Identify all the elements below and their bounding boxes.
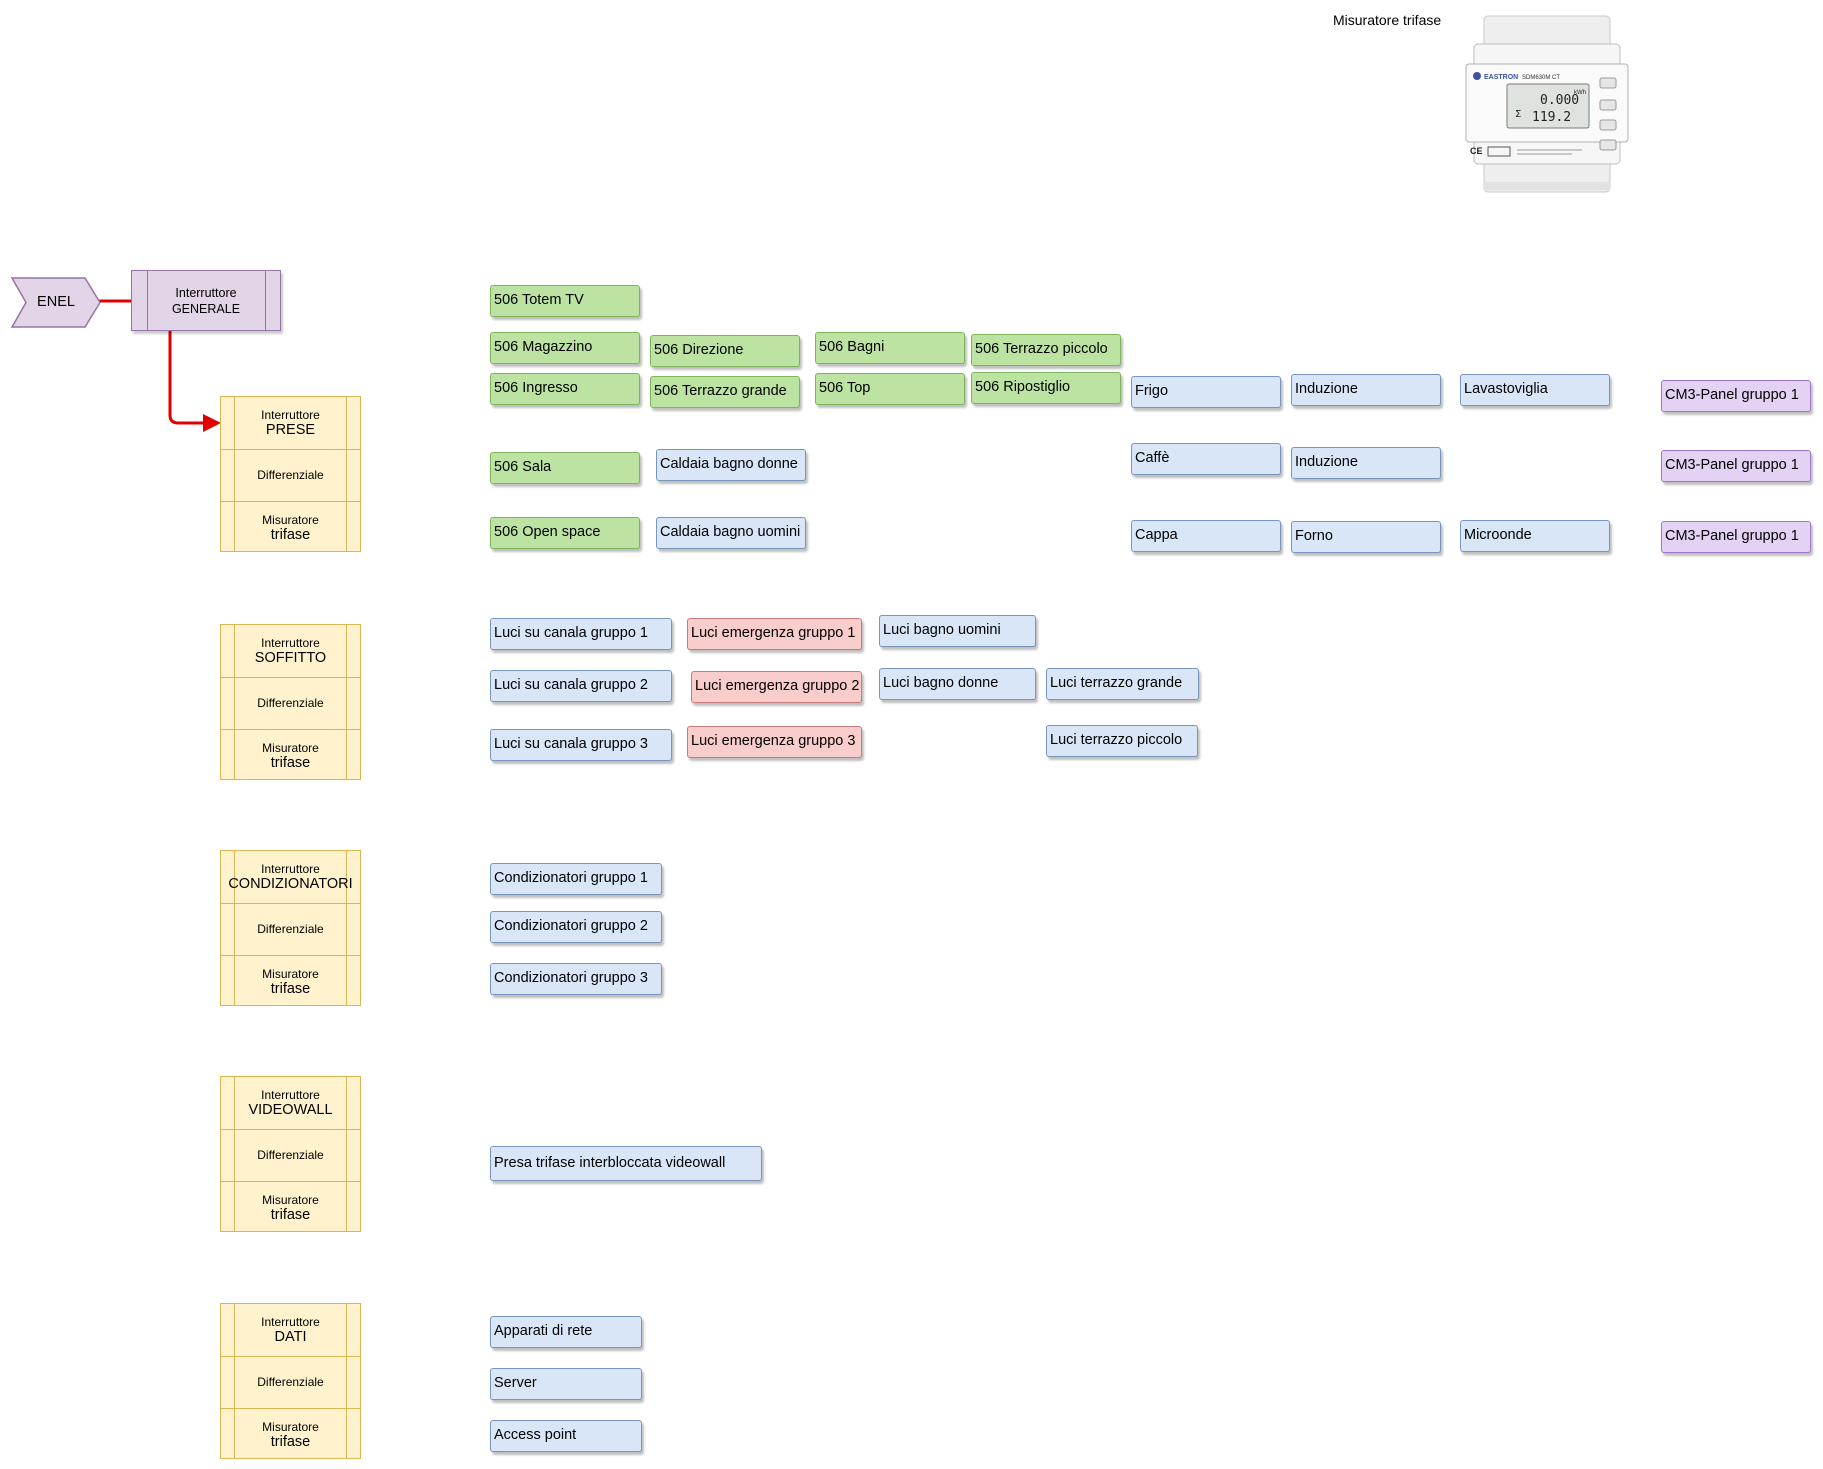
circuit-caffe[interactable]: Caffè	[1131, 443, 1281, 475]
circuit-presa-videowall[interactable]: Presa trifase interbloccata videowall	[490, 1146, 762, 1181]
meter-display-top: 0.000	[1540, 93, 1579, 108]
panel-switch-label: Interruttore	[261, 1088, 320, 1102]
circuit-luci-emergenza-3[interactable]: Luci emergenza gruppo 3	[687, 726, 862, 758]
circuit-access-point[interactable]: Access point	[490, 1420, 642, 1452]
circuit-caldaia-bagno-uomini[interactable]: Caldaia bagno uomini	[656, 517, 806, 549]
panel-differential-label: Differenziale	[257, 922, 324, 936]
panel-name: CONDIZIONATORI	[228, 876, 353, 892]
meter-ce-mark: CE	[1470, 146, 1483, 156]
circuit-cappa[interactable]: Cappa	[1131, 520, 1281, 552]
circuit-terrazzo-grande[interactable]: 506 Terrazzo grande	[650, 376, 800, 408]
arrowhead-icon	[203, 414, 221, 432]
panel-differential-label: Differenziale	[257, 1375, 324, 1389]
circuit-ingresso[interactable]: 506 Ingresso	[490, 373, 640, 405]
panel-switch-label: Interruttore	[261, 636, 320, 650]
panel-name: PRESE	[265, 422, 316, 438]
main-switch-line2: GENERALE	[171, 302, 241, 316]
panel-differential-label: Differenziale	[257, 468, 324, 482]
circuit-luci-emergenza-2[interactable]: Luci emergenza gruppo 2	[691, 671, 862, 703]
pentagon-shape	[10, 277, 101, 328]
circuit-microonde[interactable]: Microonde	[1460, 520, 1610, 552]
switch-to-prese-connector	[168, 331, 205, 425]
circuit-cm3-panel-1[interactable]: CM3-Panel gruppo 1	[1661, 380, 1811, 412]
panel-name: VIDEOWALL	[248, 1102, 333, 1118]
circuit-caldaia-bagno-donne[interactable]: Caldaia bagno donne	[656, 449, 806, 481]
circuit-bagni[interactable]: 506 Bagni	[815, 332, 965, 364]
meter-display-bottom: 119.2	[1532, 110, 1571, 125]
main-switch-line1: Interruttore	[175, 286, 237, 300]
circuit-cm3-panel-2[interactable]: CM3-Panel gruppo 1	[1661, 450, 1811, 482]
circuit-luci-bagno-donne[interactable]: Luci bagno donne	[879, 668, 1036, 700]
panel-meter-label-2: trifase	[270, 981, 311, 997]
circuit-induzione-1[interactable]: Induzione	[1291, 374, 1441, 406]
panel-name: SOFFITTO	[254, 650, 327, 666]
panel-meter-label: Misuratore	[262, 741, 319, 755]
circuit-totem-tv[interactable]: 506 Totem TV	[490, 285, 640, 317]
enel-label: ENEL	[37, 294, 75, 310]
circuit-magazzino[interactable]: 506 Magazzino	[490, 332, 640, 364]
panel-differential-label: Differenziale	[257, 1148, 324, 1162]
circuit-apparati-di-rete[interactable]: Apparati di rete	[490, 1316, 642, 1348]
circuit-luci-emergenza-1[interactable]: Luci emergenza gruppo 1	[687, 618, 862, 650]
circuit-cm3-panel-3[interactable]: CM3-Panel gruppo 1	[1661, 521, 1811, 553]
meter-brand: EASTRON	[1484, 74, 1518, 81]
panel-switch-label: Interruttore	[261, 862, 320, 876]
circuit-induzione-2[interactable]: Induzione	[1291, 447, 1441, 479]
enel-node[interactable]: ENEL	[10, 276, 102, 329]
circuit-ripostiglio[interactable]: 506 Ripostiglio	[971, 372, 1121, 404]
circuit-luci-canala-2[interactable]: Luci su canala gruppo 2	[490, 670, 672, 702]
circuit-luci-terrazzo-piccolo[interactable]: Luci terrazzo piccolo	[1046, 725, 1198, 757]
circuit-condizionatori-1[interactable]: Condizionatori gruppo 1	[490, 863, 662, 895]
panel-meter-label-2: trifase	[270, 1434, 311, 1450]
circuit-lavastoviglia[interactable]: Lavastoviglia	[1460, 374, 1610, 406]
meter-title: Misuratore trifase	[1333, 12, 1442, 28]
panel-meter-label: Misuratore	[262, 1420, 319, 1434]
panel-meter-label-2: trifase	[270, 755, 311, 771]
panel-differential-label: Differenziale	[257, 696, 324, 710]
panel-meter-label: Misuratore	[262, 1193, 319, 1207]
circuit-forno[interactable]: Forno	[1291, 521, 1441, 553]
panel-meter-label: Misuratore	[262, 513, 319, 527]
circuit-open-space[interactable]: 506 Open space	[490, 517, 640, 549]
energy-meter-image: EASTRON SDM630M CT 0.000 119.2 kWh Σ CE	[1462, 14, 1632, 194]
circuit-server[interactable]: Server	[490, 1368, 642, 1400]
circuit-sala[interactable]: 506 Sala	[490, 452, 640, 484]
panel-meter-label-2: trifase	[270, 527, 311, 543]
circuit-luci-bagno-uomini[interactable]: Luci bagno uomini	[879, 615, 1036, 647]
circuit-condizionatori-3[interactable]: Condizionatori gruppo 3	[490, 963, 662, 995]
panel-switch-label: Interruttore	[261, 1315, 320, 1329]
circuit-luci-canala-1[interactable]: Luci su canala gruppo 1	[490, 618, 672, 650]
main-switch-box[interactable]: Interruttore GENERALE	[131, 270, 281, 331]
circuit-top[interactable]: 506 Top	[815, 373, 965, 405]
panel-meter-label: Misuratore	[262, 967, 319, 981]
panel-meter-label-2: trifase	[270, 1207, 311, 1223]
circuit-luci-terrazzo-grande[interactable]: Luci terrazzo grande	[1046, 668, 1199, 700]
circuit-frigo[interactable]: Frigo	[1131, 376, 1281, 408]
panel-switch-label: Interruttore	[261, 408, 320, 422]
meter-model: SDM630M CT	[1522, 75, 1560, 81]
circuit-luci-canala-3[interactable]: Luci su canala gruppo 3	[490, 729, 672, 761]
circuit-condizionatori-2[interactable]: Condizionatori gruppo 2	[490, 911, 662, 943]
panel-name: DATI	[274, 1329, 307, 1345]
meter-unit: kWh	[1574, 90, 1586, 96]
circuit-terrazzo-piccolo[interactable]: 506 Terrazzo piccolo	[971, 334, 1121, 366]
svg-text:Σ: Σ	[1515, 109, 1521, 120]
circuit-direzione[interactable]: 506 Direzione	[650, 335, 800, 367]
